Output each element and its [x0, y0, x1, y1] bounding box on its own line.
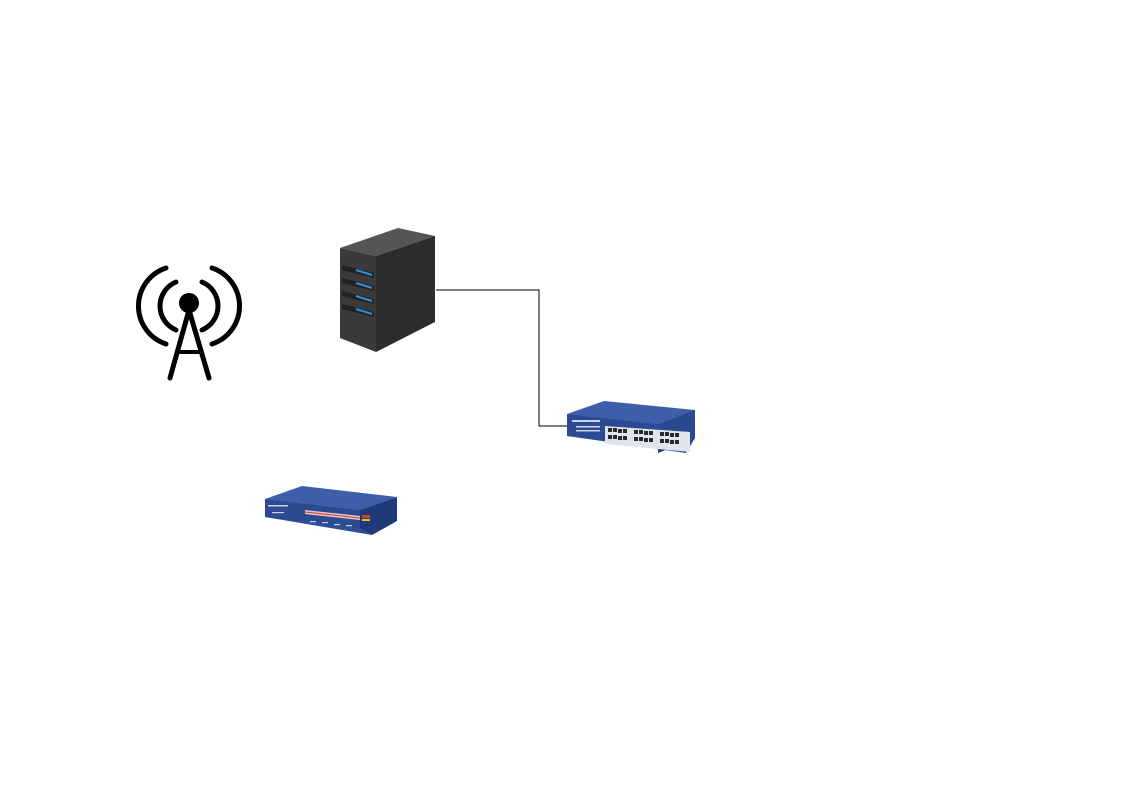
- switch-port-panel: [605, 426, 690, 452]
- router-front-panel: [268, 505, 370, 527]
- server-icon[interactable]: [340, 228, 435, 352]
- router-icon[interactable]: [265, 486, 397, 535]
- network-switch-icon[interactable]: [567, 401, 695, 453]
- radio-tower-icon[interactable]: [135, 265, 243, 381]
- switch-status-leds: [572, 420, 600, 432]
- server-drive-bays: [342, 265, 374, 317]
- connector-server-switch[interactable]: [436, 289, 567, 427]
